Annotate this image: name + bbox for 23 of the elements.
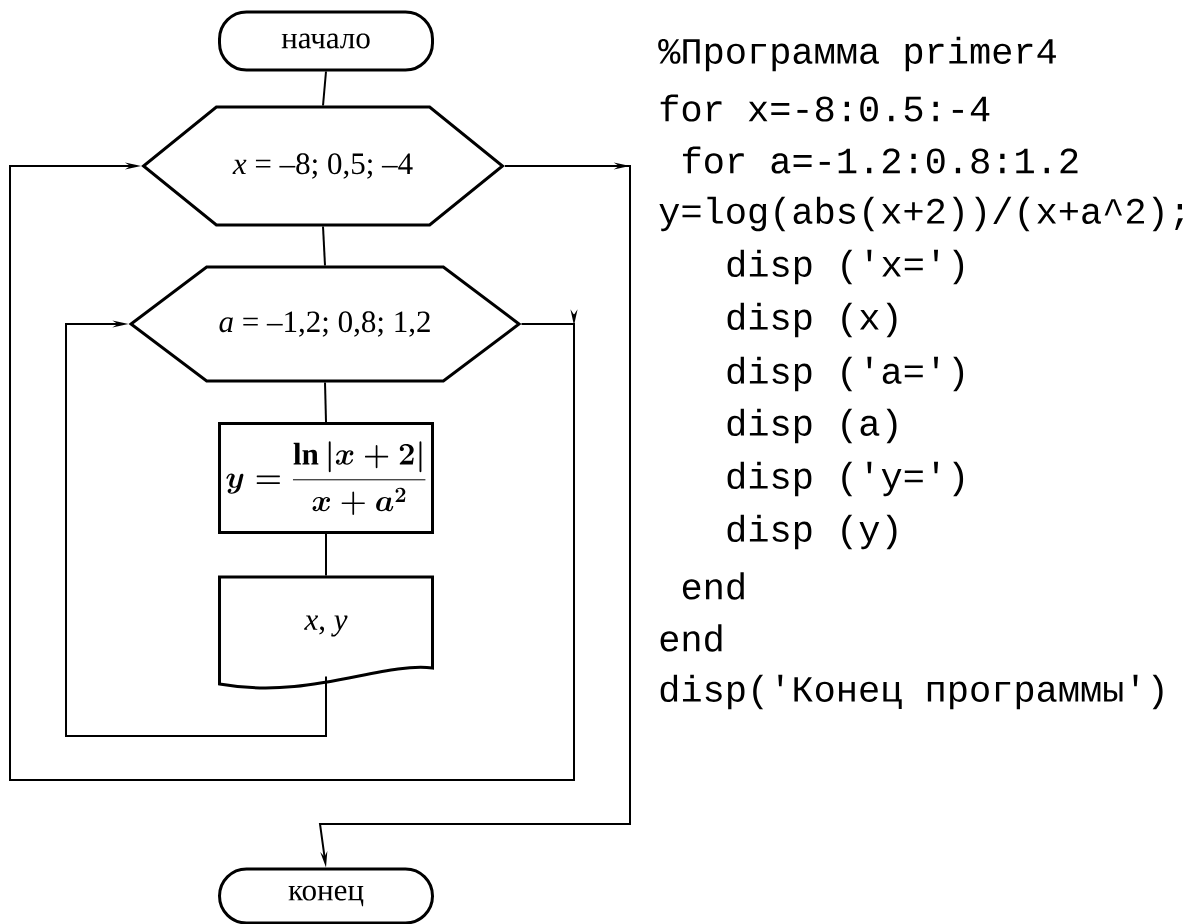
- code-line: end: [682, 572, 744, 600]
- connector-line: [324, 381, 327, 423]
- code-line: disp (x): [727, 302, 897, 338]
- code-line: for a=-1.2:0.8:1.2: [683, 146, 1078, 174]
- code-line: disp (a): [727, 408, 897, 444]
- connector-line: [322, 70, 327, 107]
- connector-arrow: [65, 320, 327, 737]
- output-document: x, y: [218, 575, 434, 690]
- code-line: disp ('x='): [727, 249, 964, 285]
- process-box: $\boldsymbol{y=\frac{\ln|x+2|}{x+a^{2}}}$: [218, 422, 434, 534]
- code-line: %Программа primer4: [658, 36, 1056, 72]
- code-line: end: [660, 624, 722, 652]
- code-line: for x=-8:0.5:-4: [660, 94, 990, 122]
- code-line: disp (y): [727, 514, 897, 550]
- connector-line: [325, 533, 327, 577]
- connector-line: [322, 225, 326, 267]
- code-line: disp('Конец программы'): [660, 674, 1163, 710]
- connector-arrow: [9, 162, 578, 781]
- loop-hexagon: x = –8; 0,5; –4: [141, 105, 505, 227]
- code-line: disp ('y='): [727, 461, 964, 497]
- loop-hexagon: a = –1,2; 0,8; 1,2: [128, 265, 522, 383]
- code-line: disp ('a='): [727, 356, 964, 392]
- code-line: y=log(abs(x+2))/(x+a^2);: [659, 196, 1183, 232]
